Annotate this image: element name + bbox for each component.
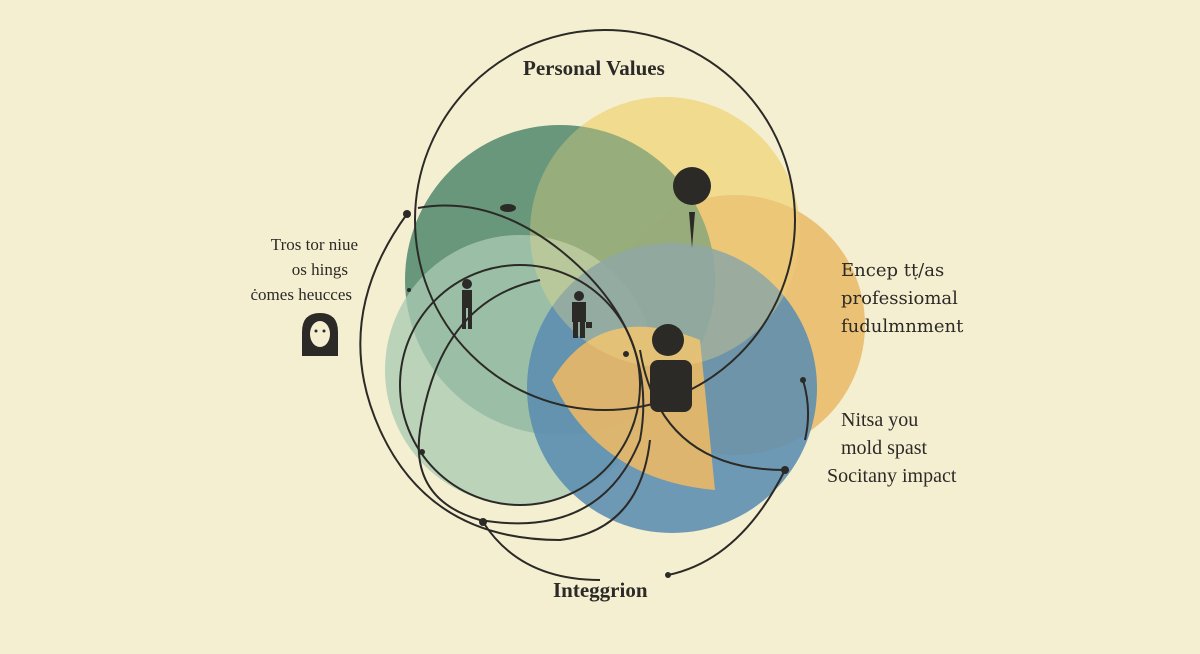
right-lower-label-line: mold spast (841, 437, 928, 459)
person-top-icon (673, 167, 711, 248)
right-lower-label: Nitsa you mold spast Socitany impact (827, 406, 956, 490)
overlapping-circles (385, 97, 865, 533)
right-upper-label-line: professiomal (841, 288, 958, 309)
orbit-lines (359, 29, 809, 581)
right-lower-label-line: Nitsa you (841, 409, 919, 431)
title-integration: Integgrion (553, 578, 648, 602)
orbit-dots (403, 204, 806, 578)
left-label: Tros tor niue os hings ċomes heucces (238, 232, 358, 307)
right-upper-label-line: Encep tṭ/as (841, 260, 945, 281)
right-upper-label: Encep tṭ/as professiomal fudulmnment (841, 257, 963, 341)
title-personal-values: Personal Values (523, 56, 665, 80)
businessman-icon (572, 291, 592, 338)
standing-person-icon (462, 279, 472, 329)
left-label-line: Tros tor niue (270, 235, 358, 254)
right-upper-label-line: fudulmnment (841, 316, 964, 337)
right-lower-label-line: Socitany impact (827, 465, 957, 487)
face-icon (302, 313, 338, 356)
yellow-overlay (530, 97, 800, 367)
person-large-icon (650, 324, 692, 412)
left-label-line: ċomes heucces (250, 285, 352, 304)
left-label-line: os hings (291, 260, 348, 279)
